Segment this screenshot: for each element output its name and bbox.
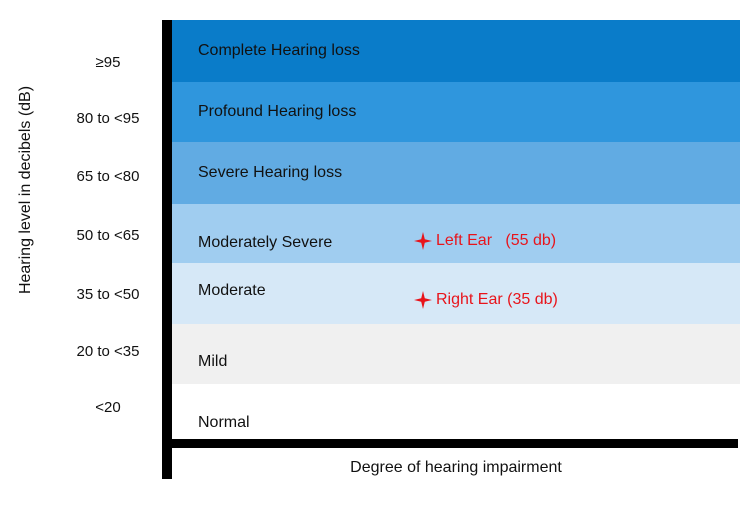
tick-label-65-80: 65 to <80 <box>76 168 140 185</box>
band-normal: Normal <box>172 384 740 439</box>
band-label: Moderately Severe <box>198 233 333 251</box>
tick-label-under-20: <20 <box>95 399 121 416</box>
band-label: Mild <box>198 353 228 370</box>
band-mild: Mild <box>172 324 740 384</box>
band-moderate: Moderate <box>172 263 740 324</box>
tick-label-80-95: 80 to <95 <box>76 110 140 127</box>
tick-label-50-65: 50 to <65 <box>76 227 140 244</box>
band-label: Moderate <box>198 281 266 299</box>
tick-label-35-50: 35 to <50 <box>76 286 140 303</box>
band-label: Severe Hearing loss <box>198 164 343 181</box>
four-point-star-icon <box>414 291 432 309</box>
band-moderately-severe: Moderately Severe <box>172 204 740 263</box>
band-label: Profound Hearing loss <box>198 103 357 120</box>
band-label: Normal <box>198 413 250 431</box>
y-axis-title: Hearing level in decibels (dB) <box>17 85 34 295</box>
tick-label-95-plus: ≥95 <box>95 54 121 71</box>
band-profound-hearing-loss: Profound Hearing loss <box>172 82 740 142</box>
left-ear-label: Left Ear (55 db) <box>436 232 557 249</box>
band-complete-hearing-loss: Complete Hearing loss <box>172 20 740 82</box>
left-ear-marker: Left Ear (55 db) <box>414 232 556 250</box>
x-axis-line <box>162 439 738 448</box>
x-axis-title: Degree of hearing impairment <box>350 459 562 476</box>
y-axis-line <box>162 20 172 479</box>
right-ear-label: Right Ear (35 db) <box>436 291 558 308</box>
four-point-star-icon <box>414 232 432 250</box>
band-label: Complete Hearing loss <box>198 42 360 59</box>
tick-label-20-35: 20 to <35 <box>76 343 140 360</box>
band-severe-hearing-loss: Severe Hearing loss <box>172 142 740 204</box>
right-ear-marker: Right Ear (35 db) <box>414 291 558 309</box>
